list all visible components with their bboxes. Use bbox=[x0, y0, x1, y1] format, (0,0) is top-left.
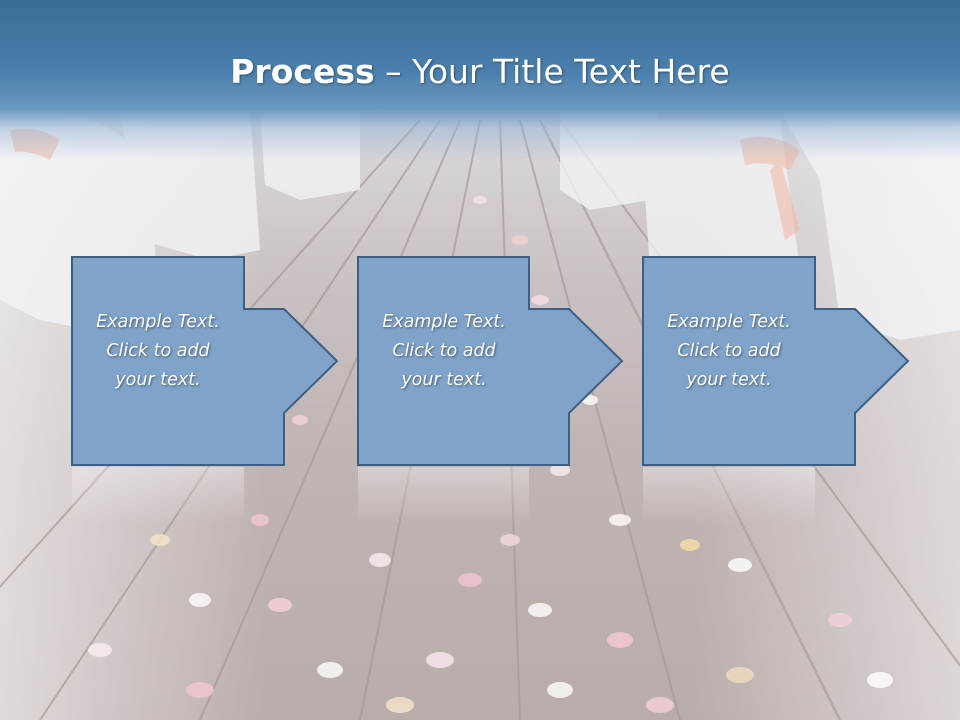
reflection bbox=[358, 467, 529, 524]
step-text-line1: Example Text. bbox=[667, 312, 791, 332]
arrow-shape bbox=[71, 256, 339, 524]
step-text-line2: Click to add bbox=[106, 341, 210, 361]
process-step-3[interactable]: Example Text. Click to add your text. bbox=[642, 256, 960, 526]
step-text-2[interactable]: Example Text. Click to add your text. bbox=[357, 308, 531, 395]
step-text-1[interactable]: Example Text. Click to add your text. bbox=[71, 308, 245, 395]
process-step-2[interactable]: Example Text. Click to add your text. bbox=[357, 256, 697, 526]
step-text-line1: Example Text. bbox=[382, 312, 506, 332]
arrow-shape bbox=[642, 256, 910, 524]
step-text-line2: Click to add bbox=[392, 341, 496, 361]
title-rest: – Your Title Text Here bbox=[374, 52, 730, 91]
step-text-line3: your text. bbox=[115, 370, 201, 390]
title-bold: Process bbox=[230, 52, 375, 91]
step-text-line3: your text. bbox=[401, 370, 487, 390]
rose-petals bbox=[88, 196, 893, 713]
step-text-line2: Click to add bbox=[677, 341, 781, 361]
reflection bbox=[72, 467, 244, 524]
title-bar bbox=[0, 0, 960, 160]
slide-title[interactable]: Process – Your Title Text Here bbox=[0, 52, 960, 91]
arrow-shape bbox=[357, 256, 624, 524]
process-step-1[interactable]: Example Text. Click to add your text. bbox=[71, 256, 411, 526]
step-text-3[interactable]: Example Text. Click to add your text. bbox=[642, 308, 816, 395]
reflection bbox=[643, 467, 815, 524]
step-text-line3: your text. bbox=[686, 370, 772, 390]
step-text-line1: Example Text. bbox=[96, 312, 220, 332]
